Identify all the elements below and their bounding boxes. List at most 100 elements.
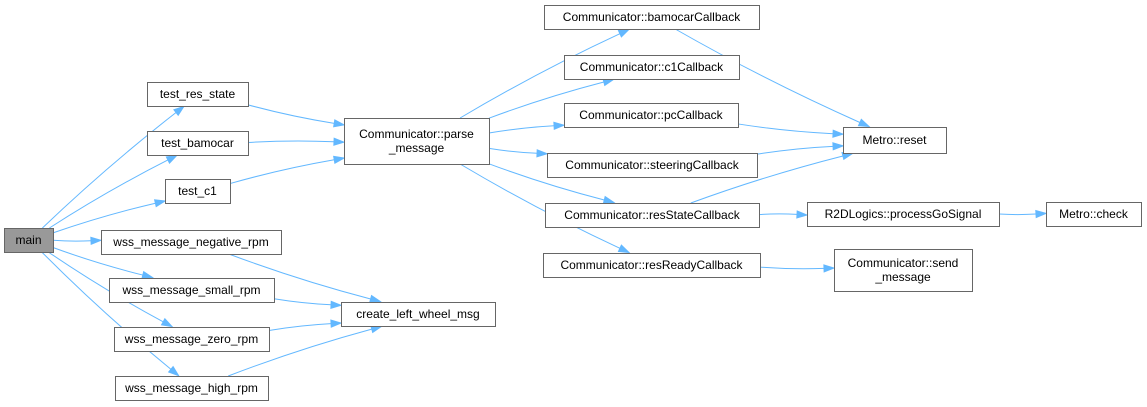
edge-line [49,159,169,229]
node-main[interactable]: main [4,228,54,253]
node-bamocar-cb[interactable]: Communicator::bamocarCallback [544,5,760,30]
node-label: create_left_wheel_msg [356,307,479,321]
node-box [543,253,761,278]
node-test-c1[interactable]: test_c1 [165,179,231,204]
edge-test-bamocar-to-parse [247,137,346,146]
edge-line [52,247,143,276]
node-wss-zero[interactable]: wss_message_zero_rpm [114,327,270,352]
edge-test-res-state-to-parse [247,104,346,128]
edge-arrowhead [1035,209,1048,219]
edge-parse-to-bamocar-cb [459,28,631,119]
edge-arrowhead [333,137,346,146]
node-box [147,82,249,107]
edge-line [759,266,825,270]
edge-parse-to-steering-cb [488,147,549,158]
edge-arrowhead [160,317,174,328]
node-metro-check[interactable]: Metro::check [1046,202,1142,227]
node-wss-neg[interactable]: wss_message_negative_rpm [101,230,282,255]
node-label: _message [874,270,931,284]
node-label: wss_message_high_rpm [124,381,258,395]
edge-line [42,112,177,229]
edge-arrowhead [153,199,167,208]
node-box [544,5,760,30]
edge-pc-cb-to-metro-reset [737,123,845,138]
edge-line [690,155,844,204]
node-box [165,179,231,204]
node-box [1046,202,1142,227]
node-label: R2DLogics::processGoSignal [825,207,982,221]
edge-parse-to-res-state-cb [488,163,616,204]
node-label: Communicator::bamocarCallback [563,10,741,24]
edge-line [47,251,164,323]
node-send-msg[interactable]: Communicator::send_message [834,249,973,292]
edge-main-to-test-res-state [42,105,186,229]
node-box [114,327,270,352]
node-box [341,302,496,327]
node-box [109,278,275,303]
edge-arrowhead [333,119,346,128]
node-box [115,376,269,401]
node-box [4,228,54,253]
node-box [843,127,947,154]
edge-res-state-cb-to-metro-reset [690,152,855,204]
node-r2d[interactable]: R2DLogics::processGoSignal [807,202,1000,227]
node-test-bamocar[interactable]: test_bamocar [147,131,249,156]
edge-arrowhead [90,236,103,245]
edge-arrowhead [832,142,845,151]
node-box [564,103,739,128]
edge-arrowhead [602,195,616,204]
node-c1-cb[interactable]: Communicator::c1Callback [564,55,740,80]
edge-arrowhead [330,300,343,309]
edge-line [488,81,604,119]
node-box [101,230,282,255]
node-label: test_res_state [160,87,236,101]
edge-main-to-wss-high [41,251,180,377]
edges-layer [41,28,1048,377]
node-label: wss_message_small_rpm [121,283,260,297]
node-parse[interactable]: Communicator::parse_message [344,118,490,165]
edge-parse-to-res-ready-cb [459,163,631,254]
node-wss-small[interactable]: wss_message_small_rpm [109,278,275,303]
edge-arrowhead [553,121,566,130]
node-box [344,118,490,165]
node-label: Communicator::c1Callback [580,60,724,74]
edge-line [52,239,92,242]
edge-test-c1-to-parse [229,155,346,185]
edge-arrowhead [330,319,343,328]
edge-line [41,251,172,370]
edge-line [228,253,371,300]
edge-wss-neg-to-create-left [228,253,382,303]
edge-main-to-wss-zero [47,251,174,328]
node-res-state-cb[interactable]: Communicator::resStateCallback [545,203,760,228]
edge-arrowhead [536,149,549,158]
node-box [147,131,249,156]
edge-line [273,298,332,306]
edge-line [488,163,605,201]
node-label: Metro::reset [862,133,927,147]
node-label: Communicator::resStateCallback [564,208,740,222]
edge-arrowhead [823,264,836,273]
node-test-res-state[interactable]: test_res_state [147,82,249,107]
node-res-ready-cb[interactable]: Communicator::resReadyCallback [543,253,761,278]
node-label: Metro::check [1059,207,1129,221]
node-steering-cb[interactable]: Communicator::steeringCallback [547,153,758,178]
node-create-left[interactable]: create_left_wheel_msg [341,302,496,327]
edge-arrowhead [617,244,631,254]
node-pc-cb[interactable]: Communicator::pcCallback [564,103,739,128]
node-label: _message [388,141,445,155]
node-label: Communicator::steeringCallback [565,158,739,172]
edge-arrowhead [165,154,179,164]
edge-line [758,213,798,216]
node-box [547,153,758,178]
node-metro-reset[interactable]: Metro::reset [843,127,947,154]
edge-main-to-wss-neg [52,236,103,245]
edge-arrowhead [173,105,186,117]
edge-line [488,125,555,134]
edge-line [756,145,834,155]
node-label: test_c1 [178,184,217,198]
edge-line [737,123,834,135]
edge-res-state-cb-to-r2d [758,210,809,219]
edge-line [998,213,1037,216]
node-wss-high[interactable]: wss_message_high_rpm [115,376,269,401]
